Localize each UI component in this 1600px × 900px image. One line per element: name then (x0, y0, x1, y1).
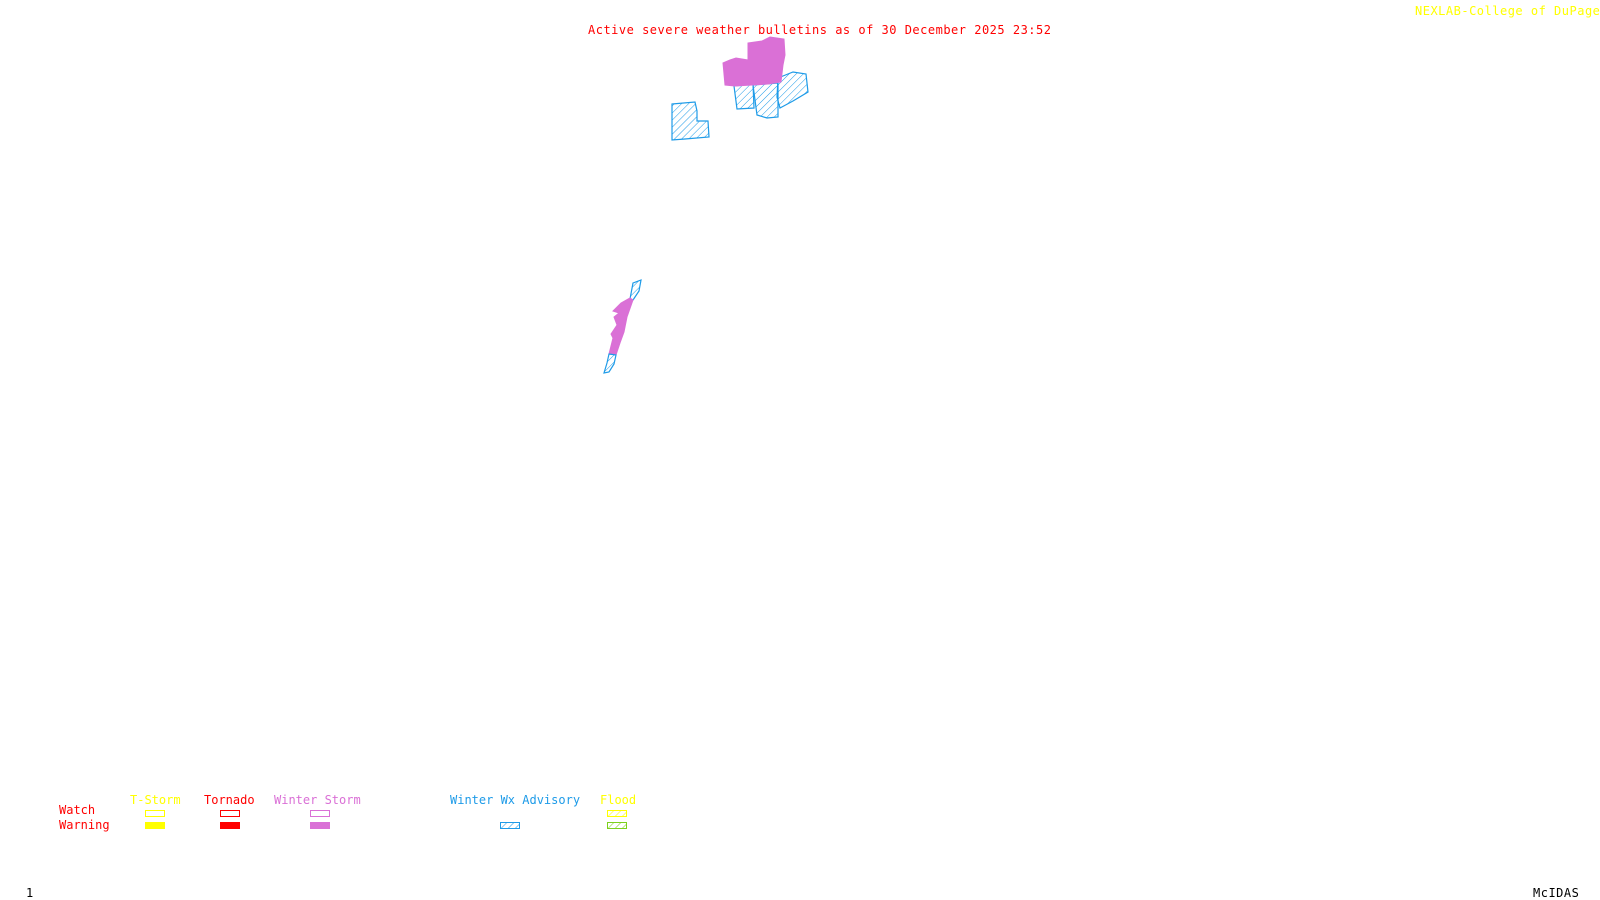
legend-tstorm-label: T-Storm (130, 793, 181, 807)
legend-tstorm-watch-swatch (145, 810, 165, 817)
advisory-area-north-3[interactable] (776, 71, 809, 109)
winter-storm-warning-strip[interactable] (608, 297, 634, 356)
app-label: McIDAS (1533, 886, 1580, 900)
advisory-area-north-2[interactable] (752, 82, 779, 119)
winter-storm-warning-north[interactable] (722, 36, 786, 87)
legend-tstorm-warning-swatch (145, 822, 165, 829)
legend-winter-storm-watch-swatch (310, 810, 330, 817)
legend-flood-label: Flood (600, 793, 637, 807)
frame-number: 1 (26, 886, 34, 900)
advisory-area-strip-north[interactable] (629, 279, 642, 301)
legend-warning-label: Warning (59, 818, 110, 832)
credit-label: NEXLAB-College of DuPage ↘ (1415, 4, 1600, 18)
legend-flood-warning-swatch (607, 822, 627, 829)
advisory-area-north-1[interactable] (733, 83, 755, 110)
advisory-area-strip-south[interactable] (603, 353, 617, 374)
advisory-area-northwest[interactable] (671, 101, 710, 141)
legend-tornado-watch-swatch (220, 810, 240, 817)
legend-winter-storm-label: Winter Storm (274, 793, 361, 807)
page-title: Active severe weather bulletins as of 30… (588, 23, 1052, 37)
legend-watch-label: Watch (59, 803, 96, 817)
legend-flood-watch-swatch (607, 810, 627, 817)
credit-text: NEXLAB-College of DuPage (1415, 4, 1600, 18)
legend-tornado-warning-swatch (220, 822, 240, 829)
legend-tornado-label: Tornado (204, 793, 255, 807)
legend-winter-wx-advisory-label: Winter Wx Advisory (450, 793, 581, 807)
legend-winter-wx-advisory-swatch (500, 822, 520, 829)
legend-winter-storm-warning-swatch (310, 822, 330, 829)
